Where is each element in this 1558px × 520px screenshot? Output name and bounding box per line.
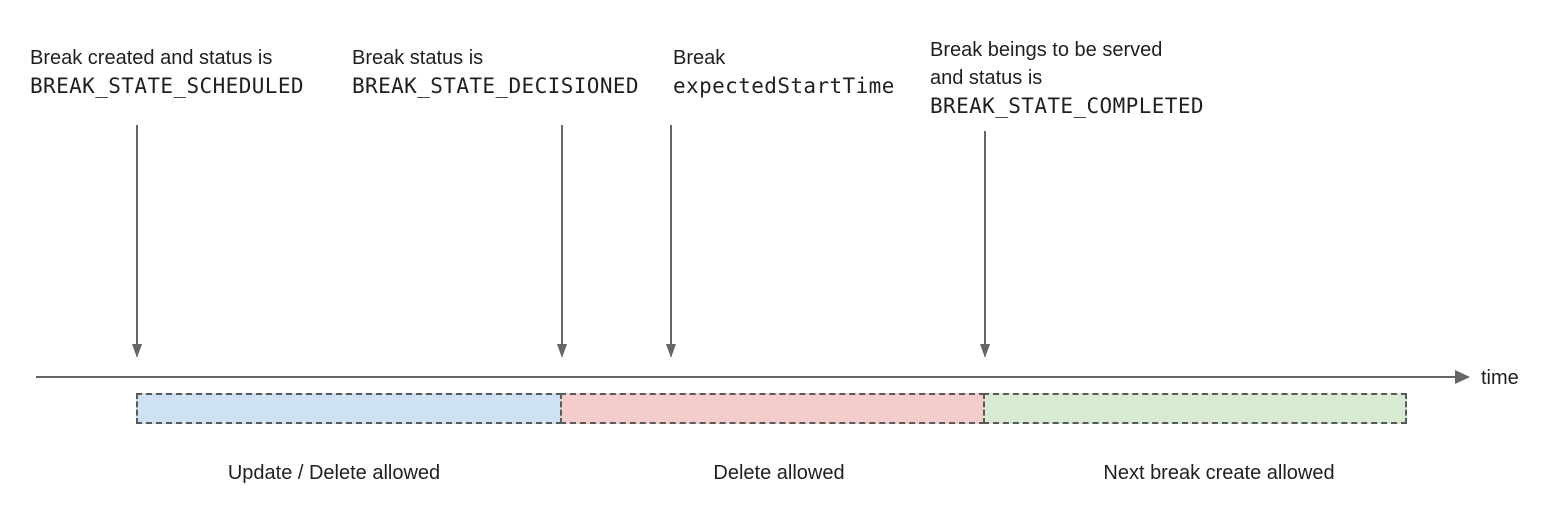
arrow-down-icon [666,125,676,358]
time-axis-arrowhead-icon [1455,370,1470,384]
segment-label-update-delete: Update / Delete allowed [227,462,441,484]
annotation-text: Break [673,47,726,69]
annotation-break-completed: Break beings to be served and status is … [930,36,1204,120]
annotation-expected-start-time: Break expectedStartTime [673,44,895,100]
annotation-break-decisioned: Break status is BREAK_STATE_DECISIONED [352,44,639,100]
time-axis-line [36,376,1456,378]
time-axis-label: time [1481,367,1519,389]
arrowhead-icon [980,344,990,358]
annotation-text: Break status is [352,47,484,69]
arrowhead-icon [557,344,567,358]
arrow-down-icon [132,125,142,358]
annotation-code: BREAK_STATE_SCHEDULED [30,74,304,98]
annotation-code: BREAK_STATE_COMPLETED [930,94,1204,118]
segment-next-break-create-allowed [983,393,1407,424]
segment-update-delete-allowed [136,393,562,424]
annotation-break-scheduled: Break created and status is BREAK_STATE_… [30,44,304,100]
arrow-down-icon [980,131,990,358]
annotation-text: Break beings to be served [930,39,1163,61]
arrowhead-icon [666,344,676,358]
segment-label-next-break: Next break create allowed [1103,462,1335,484]
arrowhead-icon [132,344,142,358]
segment-label-delete: Delete allowed [713,462,845,484]
annotation-text: Break created and status is [30,47,273,69]
annotation-text: and status is [930,67,1043,89]
arrow-down-icon [557,125,567,358]
segment-delete-allowed [560,393,985,424]
annotation-code: expectedStartTime [673,74,895,98]
annotation-code: BREAK_STATE_DECISIONED [352,74,639,98]
